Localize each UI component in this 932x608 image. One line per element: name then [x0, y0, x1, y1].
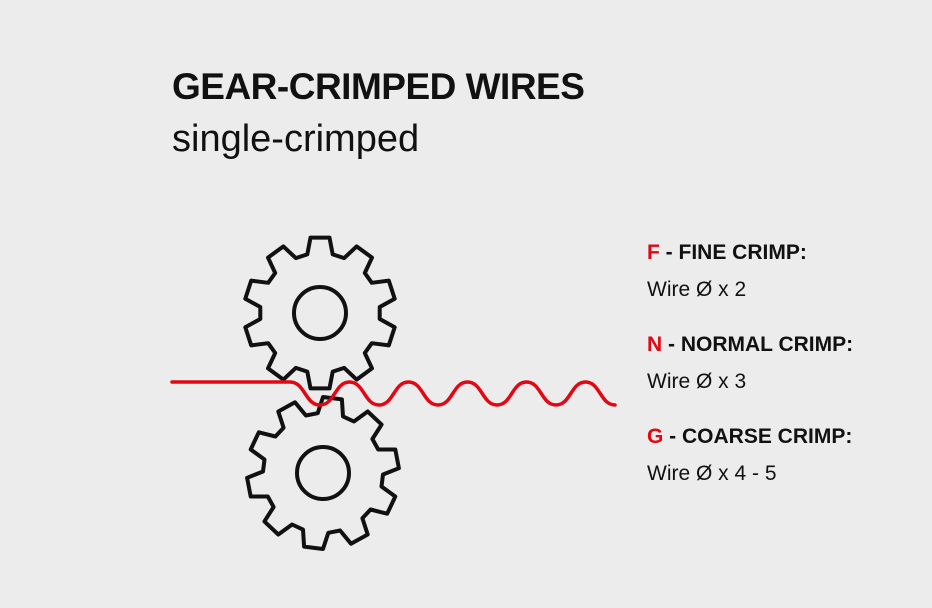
legend-letter: N	[647, 333, 663, 356]
legend-entry-fine: F - FINE CRIMP: Wire Ø x 2	[647, 238, 853, 330]
legend-letter: G	[647, 425, 664, 448]
legend-label: - FINE CRIMP:	[659, 241, 807, 264]
bottom-gear-icon	[245, 395, 401, 551]
legend-entry-normal: N - NORMAL CRIMP: Wire Ø x 3	[647, 330, 853, 422]
legend-value: Wire Ø x 2	[647, 278, 747, 301]
page-subtitle: single-crimped	[172, 118, 420, 160]
bottom-gear-hole	[295, 445, 351, 501]
crimp-legend: F - FINE CRIMP: Wire Ø x 2 N - NORMAL CR…	[647, 238, 853, 514]
legend-value: Wire Ø x 4 - 5	[647, 462, 777, 485]
legend-label: - COARSE CRIMP:	[663, 425, 853, 448]
legend-label: - NORMAL CRIMP:	[662, 333, 854, 356]
legend-value: Wire Ø x 3	[647, 370, 747, 393]
crimped-wire	[170, 380, 617, 407]
top-gear-hole	[292, 285, 348, 341]
top-gear-icon	[243, 235, 397, 391]
legend-entry-coarse: G - COARSE CRIMP: Wire Ø x 4 - 5	[647, 422, 853, 514]
legend-letter: F	[647, 241, 660, 264]
page-title: GEAR-CRIMPED WIRES	[172, 66, 585, 107]
